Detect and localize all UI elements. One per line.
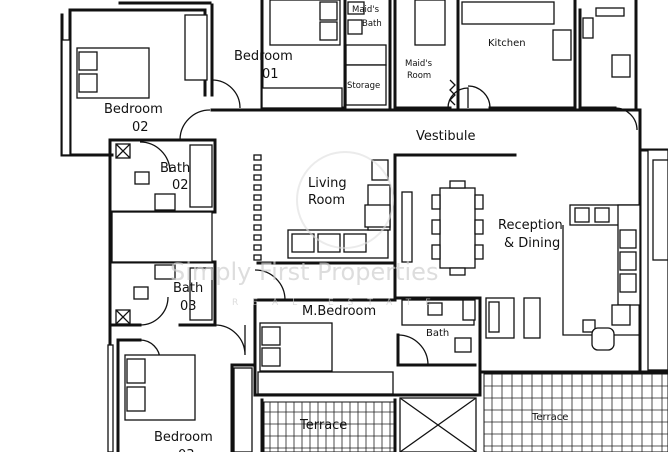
bed-m-bedroom: [259, 322, 333, 372]
wardrobe-bedroom-03: [233, 367, 253, 452]
master-bath-fixtures: [401, 299, 476, 353]
shelving-living-room: [253, 154, 262, 261]
bed-bedroom-01: [269, 0, 341, 46]
label-storage: Storage: [347, 81, 380, 91]
label-vestibule: Vestibule: [416, 129, 475, 144]
label-maids-room-line1: Maid's: [405, 59, 433, 69]
sofa-reception: [485, 204, 641, 351]
terrace-right-hatch: [483, 373, 668, 452]
maids-bath-fixtures: [345, 1, 387, 106]
bath-03-fixtures: [115, 264, 213, 325]
label-bath-03-name: Bath: [173, 281, 203, 296]
wardrobe-bedroom-01: [261, 87, 343, 109]
label-maids-bath-line1: Maid's: [352, 5, 380, 15]
label-reception-line1: Reception: [498, 218, 563, 233]
wardrobe-bedroom-02: [184, 14, 208, 81]
label-living-room-line2: Room: [308, 193, 345, 208]
doors: [139, 79, 638, 366]
terrace-left-hatch: [263, 401, 395, 452]
label-bedroom-03-name: Bedroom: [154, 430, 213, 445]
label-bedroom-03-number: 03: [178, 448, 195, 452]
label-maids-room-line2: Room: [407, 71, 431, 81]
label-m-bedroom: M.Bedroom: [302, 304, 376, 319]
label-reception-line2: & Dining: [504, 236, 560, 251]
label-bedroom-02-name: Bedroom: [104, 102, 163, 117]
label-bedroom-01-name: Bedroom: [234, 49, 293, 64]
bath-02-fixtures: [111, 143, 213, 263]
label-bath-03-number: 03: [180, 299, 197, 314]
label-kitchen: Kitchen: [488, 38, 526, 49]
room-labels: Bedroom 02 Bedroom 01 Maid's Bath Storag…: [104, 5, 568, 452]
terrace-center-cross: [399, 397, 477, 452]
label-bedroom-02-number: 02: [132, 120, 149, 135]
bed-bedroom-02: [76, 47, 150, 99]
label-bath-02-name: Bath: [160, 161, 190, 176]
windows: [61, 7, 668, 452]
watermark-main: Simply First Properties: [170, 258, 438, 286]
watermark-sub: REAL ESTATE: [232, 298, 445, 308]
label-master-bath: Bath: [426, 328, 449, 339]
label-terrace-left: Terrace: [299, 418, 347, 433]
sofa-living-room: [287, 159, 391, 259]
wardrobe-m-bedroom: [257, 371, 394, 395]
bed-bedroom-03: [124, 354, 196, 421]
watermark: Simply First Properties REAL ESTATE: [170, 151, 445, 308]
label-terrace-right: Terrace: [531, 412, 568, 423]
label-bath-02-number: 02: [172, 178, 189, 193]
label-living-room-line1: Living: [308, 176, 347, 191]
label-bedroom-01-number: 01: [262, 67, 279, 82]
kitchen-fixtures: [414, 0, 631, 106]
dining-table: [401, 180, 484, 276]
label-maids-bath-line2: Bath: [362, 19, 382, 29]
